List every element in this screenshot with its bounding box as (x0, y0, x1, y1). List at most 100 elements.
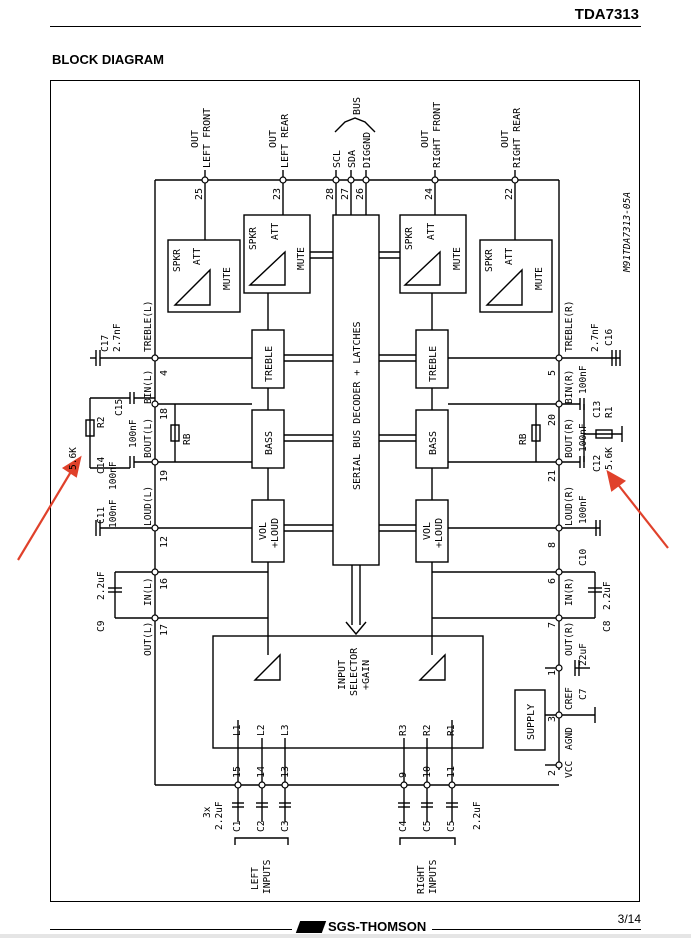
bass-l-label: BASS (264, 431, 275, 455)
pin-numbers: 25 23 28 27 26 24 22 4 18 19 12 16 17 5 … (159, 188, 558, 778)
l3-label: L3 (280, 725, 291, 736)
section-title: BLOCK DIAGRAM (52, 52, 164, 67)
in-r-net: IN(R) (564, 577, 575, 606)
page-number: 3/14 (617, 912, 641, 926)
right-net-labels: TREBLE(R) BIN(R) BOUT(R) LOUD(R) IN(R) O… (564, 301, 575, 778)
r1-label: R1 (604, 406, 615, 418)
pin-15: 15 (232, 766, 243, 778)
pin-6: 6 (547, 578, 558, 584)
pin-11: 11 (446, 766, 457, 778)
cref-net: CREF (564, 687, 575, 710)
block-labels: TREBLE BASS VOL +LOUD TREBLE BASS VOL +L… (172, 223, 545, 740)
c15-value: 100nF (128, 419, 139, 448)
pin-5: 5 (547, 370, 558, 376)
c4-label: C4 (398, 820, 409, 832)
c14-value: 100nF (108, 461, 119, 490)
c9-label: C9 (96, 620, 107, 632)
c13-label: C13 (592, 401, 603, 418)
supply-label: SUPPLY (526, 704, 537, 740)
mute-rr: MUTE (534, 267, 545, 290)
bin-r-net: BIN(R) (564, 370, 575, 404)
l2-label: L2 (256, 725, 267, 736)
pin-24: 24 (424, 188, 435, 200)
bout-r-net: BOUT(R) (564, 418, 575, 458)
pin-22: 22 (504, 188, 515, 200)
c2-label: C2 (256, 821, 267, 832)
out-rr-2: RIGHT REAR (512, 107, 523, 168)
spkr-lr: SPKR (248, 227, 259, 250)
mute-rf: MUTE (452, 247, 463, 270)
pin-3: 3 (547, 716, 558, 722)
att-lf: ATT (192, 248, 203, 265)
pin-27: 27 (340, 188, 351, 200)
out-lr-2: LEFT REAR (280, 113, 291, 168)
c13-value: 100nF (578, 365, 589, 394)
right-inputs-1: RIGHT (416, 865, 427, 894)
att-rr: ATT (504, 248, 515, 265)
c8-value: 2.2uF (602, 581, 613, 610)
scl-label: SCL (332, 150, 343, 168)
spkr-lf: SPKR (172, 249, 183, 272)
c3-label: C3 (280, 821, 291, 832)
pin-25: 25 (194, 188, 205, 200)
out-rf-2: RIGHT FRONT (432, 102, 443, 168)
input-selector-2: SELECTOR (349, 647, 360, 696)
c7-label: C7 (578, 689, 589, 700)
mute-lf: MUTE (222, 267, 233, 290)
out-r-net: OUT(R) (564, 622, 575, 656)
c11-label: C11 (96, 507, 107, 524)
rb-l-label: RB (182, 433, 193, 445)
cap-in-r-label: 2.2uF (472, 801, 483, 830)
pin-4: 4 (159, 370, 170, 376)
out-l-net: OUT(L) (143, 622, 154, 656)
header-rule (50, 26, 641, 27)
c5a-label: C5 (422, 821, 433, 832)
c15-label: C15 (114, 399, 125, 416)
cap-in-label: 2.2uF (214, 801, 225, 830)
c16-value: 2.7nF (590, 323, 601, 352)
pin-14: 14 (256, 766, 267, 778)
r1-value: 5.6K (604, 447, 615, 470)
out-rr-1: OUT (500, 130, 511, 148)
loud-r-label: +LOUD (434, 518, 445, 548)
c14-label: C14 (96, 457, 107, 474)
bus-label: BUS (352, 97, 363, 115)
pin-7: 7 (547, 622, 558, 628)
vcc-net: VCC (564, 761, 575, 778)
pin-1: 1 (547, 670, 558, 676)
pin-8: 8 (547, 542, 558, 548)
pin-26: 26 (355, 188, 366, 200)
viewer-bottom-bar (0, 934, 691, 938)
document-code: TDA7313 (574, 6, 639, 23)
pin-28: 28 (325, 188, 336, 200)
diggnd-label: DIGGND (362, 132, 373, 168)
loud-r-net: LOUD(R) (564, 486, 575, 526)
input-selector-1: INPUT (337, 660, 348, 690)
c16-label: C16 (604, 329, 615, 346)
three-x-label: 3x (202, 806, 213, 818)
pin-13: 13 (280, 766, 291, 778)
c17-label: C17 (100, 335, 111, 352)
serial-decoder-label: SERIAL BUS DECODER + LATCHES (352, 321, 363, 490)
rb-r-label: RB (518, 433, 529, 445)
output-labels: OUT LEFT FRONT OUT LEFT REAR OUT RIGHT F… (190, 97, 523, 168)
agnd-net: AGND (564, 727, 575, 750)
c12-label: C12 (592, 455, 603, 472)
right-inputs-2: INPUTS (428, 859, 439, 894)
pin-16: 16 (159, 578, 170, 590)
pin-20: 20 (547, 414, 558, 426)
pin-18: 18 (159, 408, 170, 420)
treble-r-label: TREBLE (428, 346, 439, 382)
c11-value: 100nF (108, 499, 119, 528)
pin-23: 23 (272, 188, 283, 200)
r2in-label: R2 (422, 725, 433, 736)
diagram-frame (50, 80, 640, 902)
out-lr-1: OUT (268, 130, 279, 148)
brand-logo: SGS-THOMSON (292, 919, 433, 934)
c8-label: C8 (602, 620, 613, 632)
pin-10: 10 (422, 766, 433, 778)
att-rf: ATT (426, 223, 437, 240)
treble-l-net: TREBLE(L) (143, 301, 154, 352)
spkr-rr: SPKR (484, 249, 495, 272)
